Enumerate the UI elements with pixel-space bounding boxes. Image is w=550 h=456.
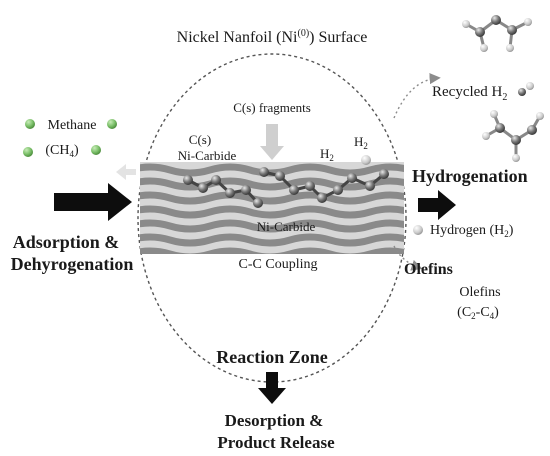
methane-label: Methane (48, 118, 97, 133)
ni-carbide-bottom-label: Ni-Carbide (257, 219, 316, 234)
desorption-line2: Product Release (217, 433, 335, 452)
reaction-zone-label: Reaction Zone (216, 347, 328, 367)
adsorption-line2: Dehyrogenation (11, 254, 134, 274)
methane-formula: (CH4) (45, 143, 79, 159)
olefin-molecule-middle (482, 110, 544, 162)
adsorption-line1: Adsorption & (13, 232, 120, 252)
h2-right-label: H2 (354, 134, 368, 151)
hydrogenation-arrow (418, 190, 456, 220)
olefin-molecule-top (462, 15, 532, 52)
surface-title: Nickel Nanfoil (Ni(0)) Surface (177, 28, 368, 46)
methane-molecule-4 (91, 145, 101, 155)
ni-carbide-top-label: Ni-Carbide (178, 148, 237, 163)
carbon-atoms (183, 167, 389, 208)
methane-molecule-2 (107, 119, 117, 129)
h2-center-label: H2 (320, 146, 334, 163)
recycled-h2-label: Recycled H2 (432, 84, 507, 103)
recycled-h2-atom-light (526, 82, 534, 90)
methane-molecule-1 (25, 119, 35, 129)
desorption-line1: Desorption & (225, 411, 324, 430)
faint-back-arrow (116, 164, 136, 180)
olefins-bold-label: Olefins (404, 261, 453, 278)
olefins-label: Olefins (459, 285, 500, 300)
hydrogen-label: Hydrogen (H2) (430, 223, 514, 239)
hydrogenation-label: Hydrogenation (412, 166, 528, 186)
hydrogen-atom-center (361, 155, 371, 165)
olefins-dashed-arrow (393, 245, 423, 271)
olefins-range: (C2-C4) (457, 305, 499, 321)
hydrogen-atom-right (413, 225, 423, 235)
cc-coupling-label: C-C Coupling (239, 257, 318, 272)
desorption-down-arrow (258, 372, 286, 404)
cs-label: C(s) (189, 132, 211, 147)
input-arrow (54, 183, 132, 221)
c-fragments-label: C(s) fragments (233, 100, 311, 115)
fragments-down-arrow (260, 124, 284, 160)
methane-molecule-3 (23, 147, 33, 157)
nanofoil-layers (140, 162, 404, 254)
recycled-h2-atom-dark (518, 88, 526, 96)
